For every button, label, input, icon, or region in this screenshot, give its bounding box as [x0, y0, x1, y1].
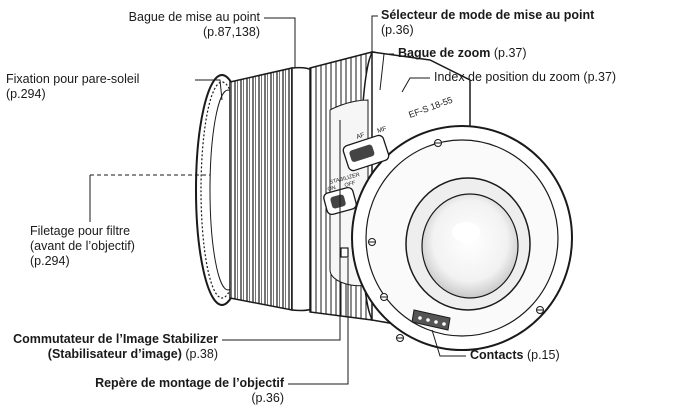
- zoom-ring-callout: Bague de zoom (p.37): [398, 46, 527, 61]
- hood-mount-ref: (p.294): [6, 87, 46, 101]
- electrical-contacts: [411, 309, 451, 331]
- af-mf-switch: [342, 134, 390, 172]
- on-label: ON: [327, 185, 337, 193]
- hood-mount-callout: Fixation pour pare-soleil (p.294): [6, 72, 139, 102]
- filter-thread-callout: Filetage pour filtre (avant de l’objecti…: [30, 224, 135, 269]
- af-mf-switch-name: Sélecteur de mode de mise au point: [381, 8, 595, 22]
- zoom-ring-name: Bague de zoom: [398, 46, 491, 60]
- stabilizer-switch-line2: (Stabilisateur d’image): [47, 347, 182, 361]
- focus-ring-callout: Bague de mise au point (p.87,138): [60, 10, 260, 40]
- af-mf-switch-ref: (p.36): [381, 23, 414, 37]
- filter-thread-line2: (avant de l’objectif): [30, 239, 135, 253]
- af-mf-switch-callout: Sélecteur de mode de mise au point (p.36…: [381, 8, 594, 38]
- stabilizer-switch-callout: Commutateur de l’Image Stabilizer (Stabi…: [0, 332, 218, 362]
- stabilizer-switch-ref: (p.38): [185, 347, 218, 361]
- contacts-ref: (p.15): [526, 348, 560, 362]
- focus-ring-ref: (p.87,138): [203, 25, 260, 39]
- rear-mount: [351, 125, 573, 351]
- mount-index-name: Repère de montage de l’objectif: [95, 376, 284, 390]
- off-label: OFF: [344, 180, 357, 189]
- focus-ring-name: Bague de mise au point: [128, 10, 260, 24]
- mount-index-callout: Repère de montage de l’objectif (p.36): [0, 376, 284, 406]
- mount-screws: [368, 139, 544, 342]
- focus-ring: [229, 66, 321, 312]
- zoom-index-name: Index de position du zoom: [434, 70, 580, 84]
- mf-label: MF: [376, 125, 387, 135]
- hood-mount-name: Fixation pour pare-soleil: [6, 72, 140, 86]
- zoom-ring-ref: (p.37): [493, 46, 527, 60]
- mount-index-ref: (p.36): [251, 391, 284, 405]
- zoom-index-callout: Index de position du zoom (p.37): [434, 70, 616, 85]
- filter-thread-line1: Filetage pour filtre: [30, 224, 131, 238]
- af-label: AF: [355, 132, 365, 141]
- contacts-callout: Contacts (p.15): [470, 348, 560, 363]
- mount-index-mark: [340, 247, 349, 258]
- contacts-name: Contacts: [470, 348, 524, 362]
- filter-thread-ref: (p.294): [30, 254, 70, 268]
- stabilizer-switch-line1: Commutateur de l’Image Stabilizer: [13, 332, 218, 346]
- leader-lines: [89, 15, 466, 385]
- zoom-index-ref: (p.37): [583, 70, 617, 84]
